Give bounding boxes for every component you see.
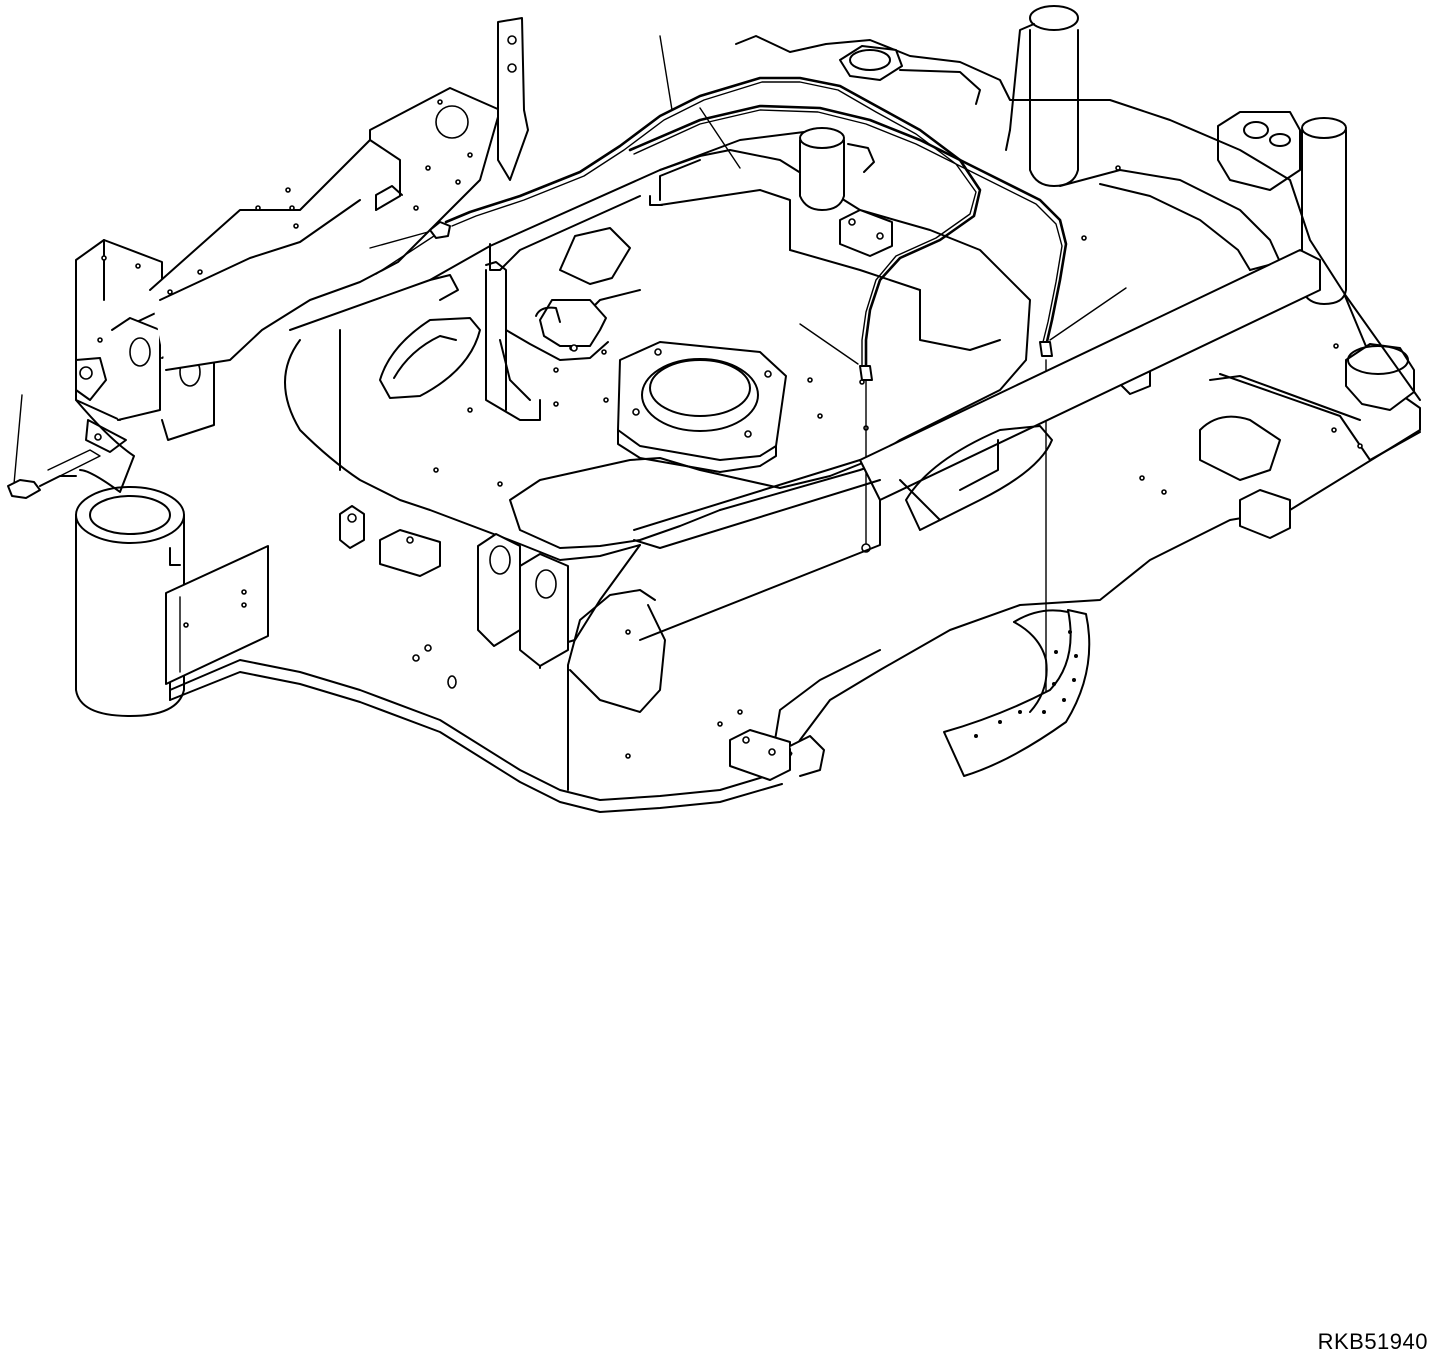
grease-fittings <box>429 221 1053 381</box>
front-brackets <box>339 505 825 781</box>
rear-pillars <box>799 5 1415 539</box>
boom-foot-cylinder <box>75 486 269 717</box>
grease-fitting-left <box>7 394 101 499</box>
swing-circle-segment <box>943 609 1091 777</box>
right-side-rail <box>633 249 1321 641</box>
drawing-code: RKB51940 <box>1317 1329 1428 1354</box>
right-deck <box>735 35 1421 495</box>
swing-motor-flange <box>617 341 787 473</box>
left-bracket-assembly <box>75 239 215 493</box>
left-side-deck <box>149 17 529 371</box>
center-plate <box>505 299 609 361</box>
leader-lines <box>369 35 1127 365</box>
